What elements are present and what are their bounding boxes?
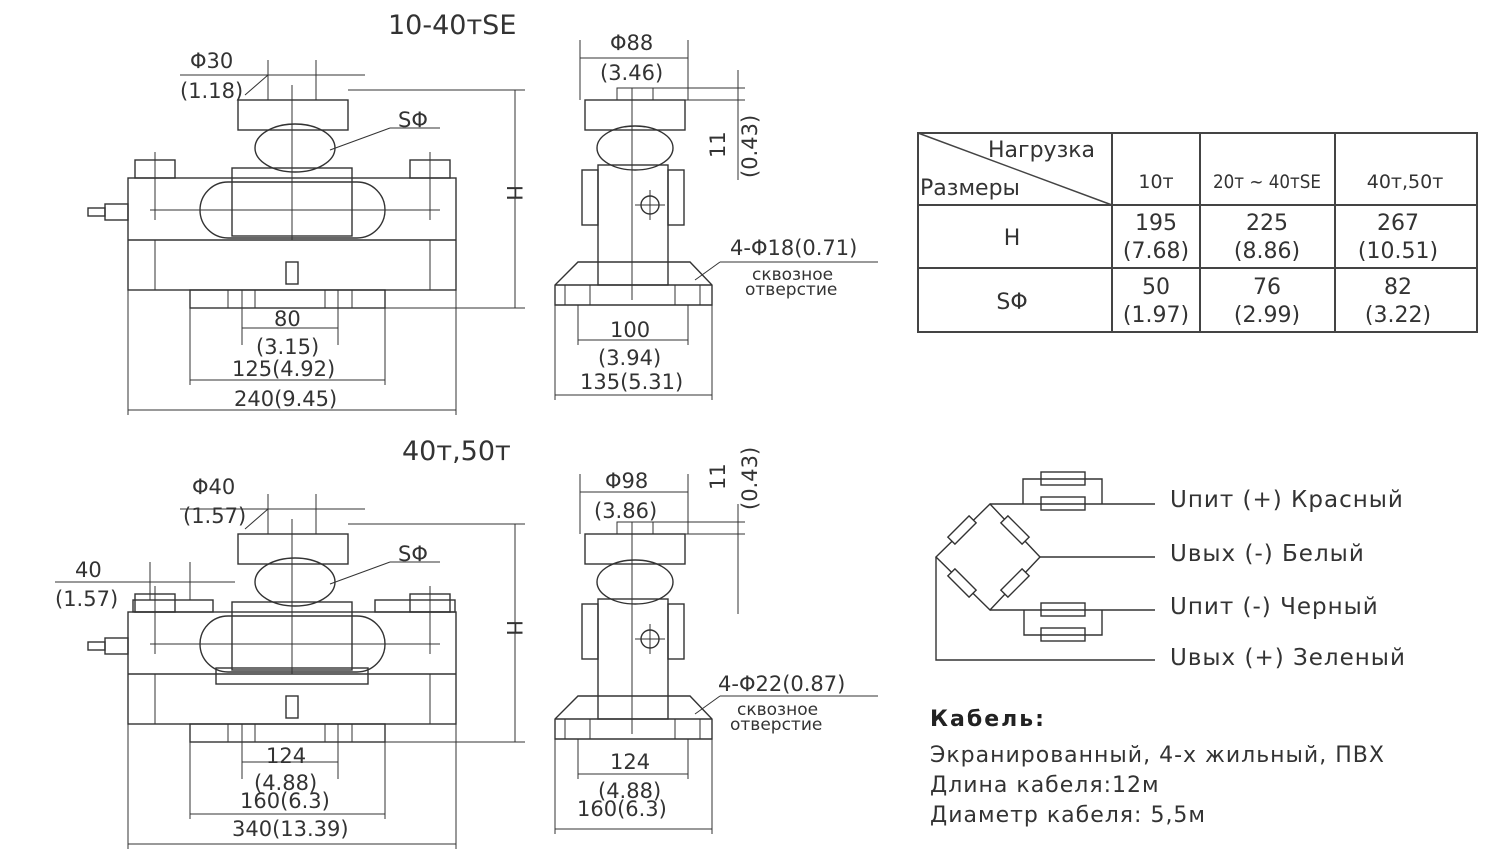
pin-diameter: Φ40 [192,475,235,499]
col-40-50t: 40т,50т [1367,171,1444,193]
cable-info: Кабель: Экранированный, 4-х жильный, ПВХ… [930,707,1385,828]
width-340: 340(13.39) [232,817,349,841]
pin-diameter-inch: (1.18) [180,79,243,103]
cell: (2.99) [1234,303,1300,328]
cable-heading: Кабель: [930,707,1046,732]
col-10t: 10т [1138,171,1173,193]
bottom-front-view: 40т,50т Φ40 (1.57) 40 (1.57) SΦ H 124 (4… [55,436,526,850]
cap-diameter: Φ88 [610,31,653,55]
cell: (1.97) [1123,303,1189,328]
width-124-inch: (4.88) [254,771,317,795]
gap: 11 [706,131,730,158]
bolt-offset-inch: (1.57) [55,587,118,611]
header-dims: Размеры [920,176,1020,201]
wire-supply-plus: Uпит (+) Красный [1170,487,1404,513]
col-20-40t: 20т ~ 40тSE [1213,171,1321,193]
row-s-label: SΦ [996,290,1027,315]
cell: 225 [1246,211,1288,236]
wire-output-minus: Uвых (-) Белый [1170,541,1365,567]
gap: 11 [706,463,730,490]
cap-diameter-inch: (3.46) [600,61,663,85]
side-width-1: 100 [610,318,650,342]
cell: (3.22) [1365,303,1431,328]
width-125: 125(4.92) [232,357,335,381]
gap-inch: (0.43) [738,447,762,510]
wire-output-plus: Uвых (+) Зеленый [1170,645,1406,671]
dimensions-table: Нагрузка Размеры 10т 20т ~ 40тSE 40т,50т… [917,132,1478,333]
cell: 82 [1384,275,1412,300]
bolt-offset: 40 [75,558,102,582]
cap-diameter-inch: (3.86) [594,499,657,523]
cap-diameter: Φ98 [605,469,648,493]
holes: 4-Φ22(0.87) [718,672,845,696]
gap-inch: (0.43) [738,115,762,178]
height-label: H [502,185,526,201]
cell: 267 [1377,211,1419,236]
top-front-view: 10-40тSE Φ30 (1.18) SΦ H 80 (3.15) 125(4… [87,10,526,416]
width-160: 160(6.3) [240,789,330,813]
height-label: H [502,620,526,636]
sphere-label: SΦ [398,108,428,132]
cable-line: Диаметр кабеля: 5,5м [930,803,1206,828]
wiring-diagram: Uпит (+) Красный Uвых (-) Белый Uпит (-)… [935,471,1406,671]
width-80-inch: (3.15) [256,335,319,359]
top-title: 10-40тSE [388,10,516,41]
width-240: 240(9.45) [234,387,337,411]
holes-note-1: сквозное [752,265,833,285]
cell: (10.51) [1358,239,1438,264]
pin-diameter: Φ30 [190,49,233,73]
sphere-label: SΦ [398,542,428,566]
holes-note-1: сквозное [737,700,818,720]
bottom-title: 40т,50т [402,436,511,467]
top-side-view: Φ88 (3.46) 11 (0.43) 4-Φ18(0.71) сквозно… [554,31,879,401]
cell: (7.68) [1123,239,1189,264]
side-width-1: 124 [610,750,650,774]
wire-supply-minus: Uпит (-) Черный [1170,594,1379,620]
holes-note-2: отверстие [730,715,822,735]
width-124: 124 [266,744,306,768]
row-h-label: H [1004,226,1021,251]
side-width-1-inch: (3.94) [598,346,661,370]
width-80: 80 [274,307,301,331]
bottom-side-view: Φ98 (3.86) 11 (0.43) 4-Φ22(0.87) сквозно… [554,447,879,835]
side-width-1-inch: (4.88) [598,779,661,803]
cell: (8.86) [1234,239,1300,264]
header-load: Нагрузка [988,138,1095,163]
cell: 50 [1142,275,1170,300]
side-width-2: 160(6.3) [577,797,667,821]
cell: 195 [1135,211,1177,236]
pin-diameter-inch: (1.57) [183,504,246,528]
cable-line: Длина кабеля:12м [930,773,1160,798]
cell: 76 [1253,275,1281,300]
cable-line: Экранированный, 4-х жильный, ПВХ [930,743,1385,768]
side-width-2: 135(5.31) [580,370,683,394]
holes-note-2: отверстие [745,280,837,300]
holes: 4-Φ18(0.71) [730,236,857,260]
